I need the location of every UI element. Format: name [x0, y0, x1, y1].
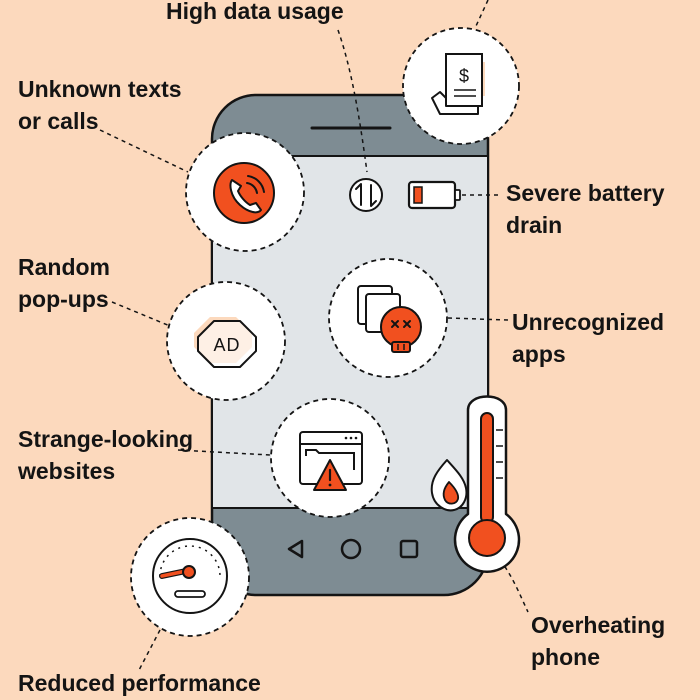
- warning-website-icon: [299, 431, 363, 491]
- ad-text: AD: [213, 335, 240, 355]
- label-line: Random: [18, 254, 110, 280]
- label-unrecognized-apps: Unrecognized apps: [512, 306, 664, 370]
- label-reduced-performance: Reduced performance: [18, 667, 261, 699]
- strange-website-circle: [270, 398, 390, 518]
- skull-app-icon: [357, 285, 422, 353]
- speedometer-icon: [152, 538, 228, 614]
- label-line: Unrecognized: [512, 309, 665, 335]
- label-high-data-usage: High data usage: [166, 0, 344, 27]
- label-battery-drain: Severe battery drain: [506, 177, 665, 241]
- low-battery-icon: [407, 180, 461, 210]
- recent-apps-nav-icon[interactable]: [399, 539, 419, 559]
- label-line: High data usage: [166, 0, 344, 24]
- label-line: pop-ups: [18, 286, 109, 312]
- label-line: phone: [531, 644, 600, 670]
- label-random-popups: Random pop-ups: [18, 251, 110, 315]
- bill-dollar-sign: $: [459, 66, 469, 86]
- ad-popup-circle: AD: [166, 281, 286, 401]
- label-line: apps: [512, 341, 566, 367]
- flame-icon: [430, 459, 468, 512]
- label-line: Unknown texts: [18, 76, 182, 102]
- label-unknown-texts: Unknown texts or calls: [18, 73, 182, 137]
- ad-popup-icon: AD: [194, 317, 257, 368]
- phone-call-circle: [185, 132, 305, 252]
- data-arrows-icon: [349, 178, 383, 212]
- bill-receipt-icon: $: [431, 53, 485, 115]
- label-line: or calls: [18, 108, 99, 134]
- label-line: Reduced performance: [18, 670, 261, 696]
- home-nav-icon[interactable]: [340, 538, 362, 560]
- back-nav-icon[interactable]: [287, 539, 304, 559]
- label-line: websites: [18, 458, 116, 484]
- connector-lines: [99, 0, 529, 673]
- unrecognized-apps-circle: [328, 258, 448, 378]
- label-overheating-phone: Overheating phone: [531, 609, 665, 673]
- label-strange-websites: Strange-looking websites: [18, 423, 193, 487]
- label-line: Severe battery: [506, 180, 665, 206]
- bill-circle: $: [402, 27, 520, 145]
- phone-call-icon: [213, 162, 275, 224]
- label-line: Overheating: [531, 612, 666, 638]
- thermometer-icon: [453, 395, 521, 573]
- speedometer-circle: [130, 517, 250, 637]
- label-line: drain: [506, 212, 563, 238]
- label-line: Strange-looking: [18, 426, 194, 452]
